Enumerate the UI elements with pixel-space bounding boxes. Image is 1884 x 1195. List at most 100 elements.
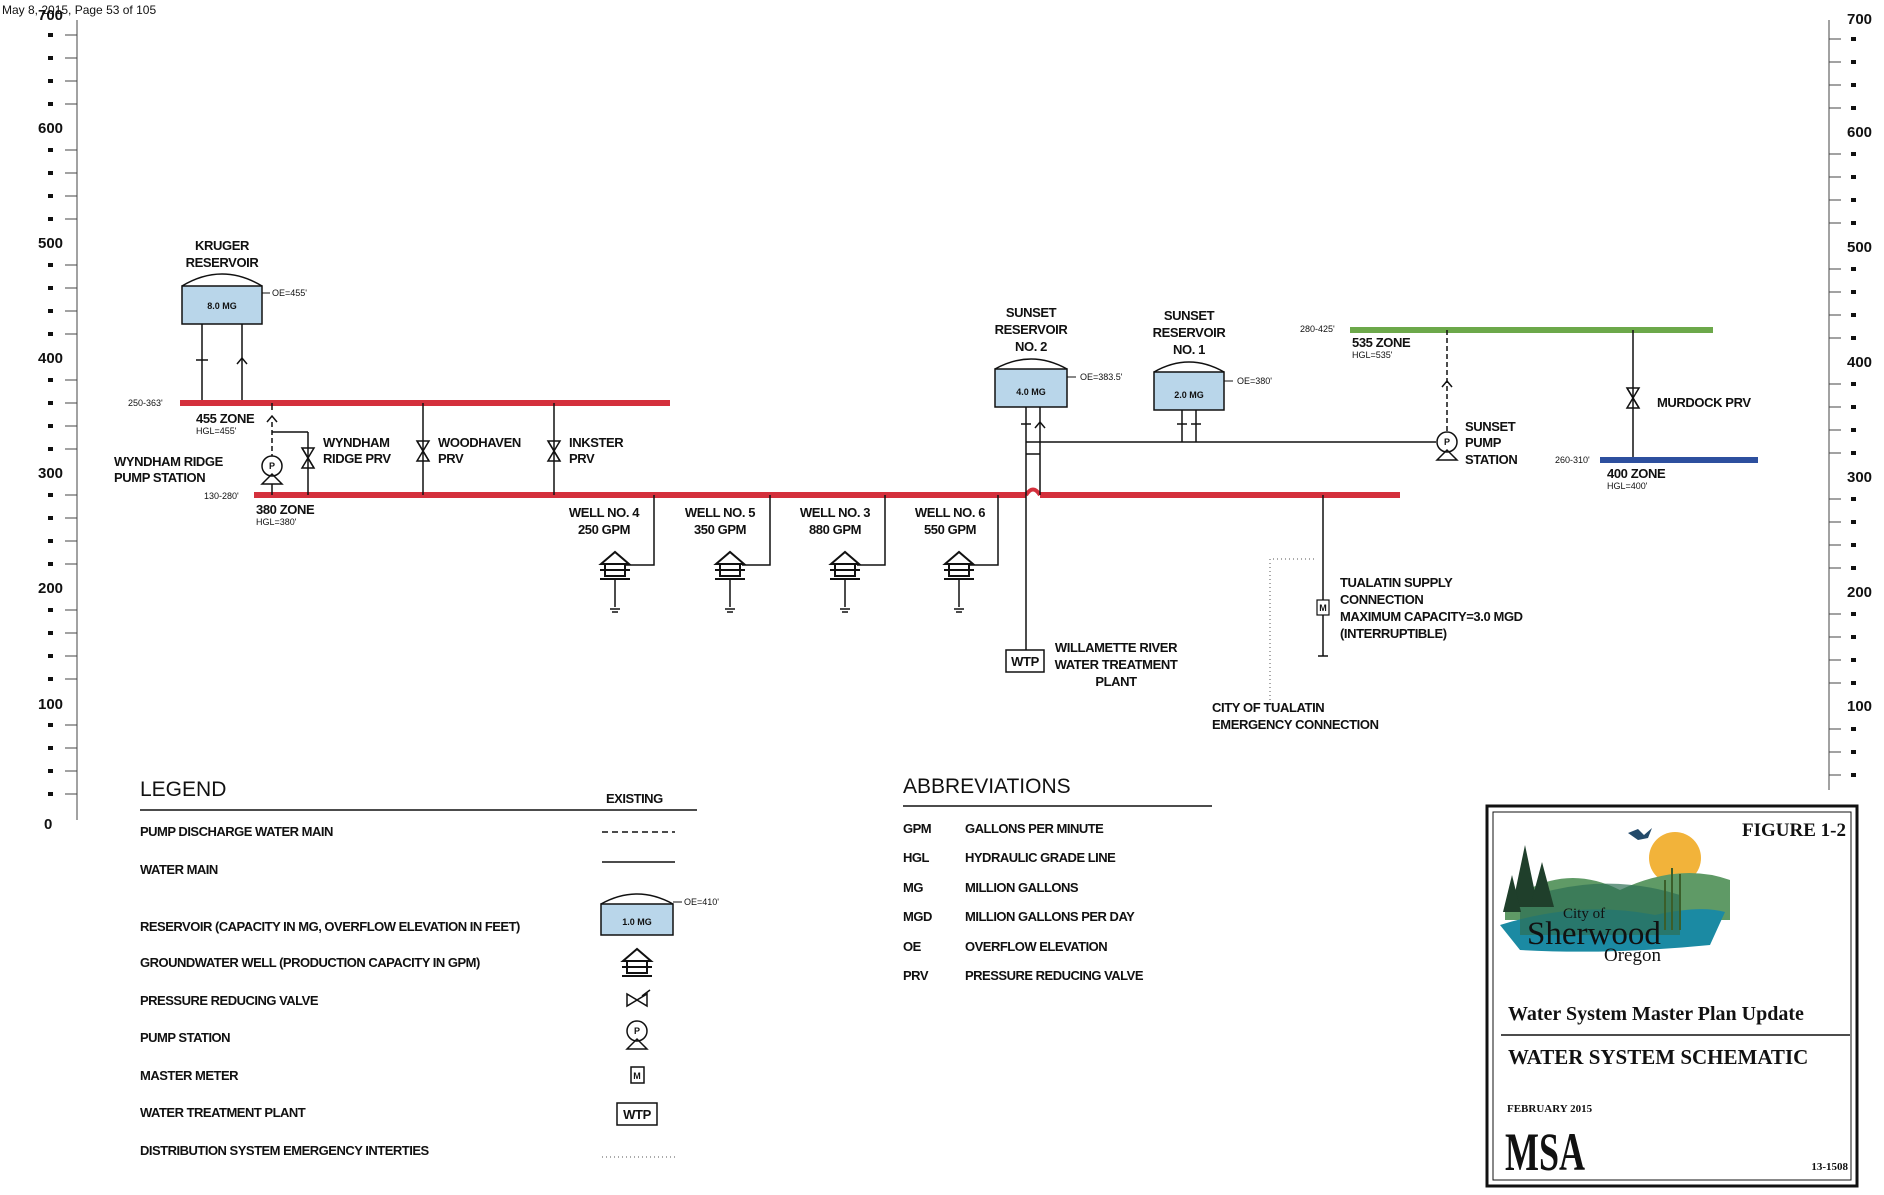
reservoir-name: RESERVOIR: [1153, 325, 1227, 340]
svg-text:OE=410': OE=410': [684, 897, 719, 907]
svg-text:M: M: [1319, 603, 1327, 613]
abbreviation-definition: MILLION GALLONS PER DAY: [965, 909, 1135, 924]
emergency-label: CITY OF TUALATIN: [1212, 700, 1324, 715]
well-capacity: 350 GPM: [694, 522, 746, 537]
legend-item: GROUNDWATER WELL (PRODUCTION CAPACITY IN…: [140, 955, 480, 970]
tualatin-supply-label: MAXIMUM CAPACITY=3.0 MGD: [1340, 609, 1523, 624]
pump-station-name: SUNSET: [1465, 419, 1516, 434]
svg-text:P: P: [634, 1026, 640, 1036]
kruger-reservoir: KRUGER RESERVOIR 8.0 MG OE=455': [181, 238, 307, 403]
prv-name: PRV: [438, 451, 464, 466]
reservoir-name: NO. 1: [1173, 342, 1205, 357]
well-capacity: 550 GPM: [924, 522, 976, 537]
svg-text:WTP: WTP: [1011, 654, 1039, 669]
axis-tick-label: 100: [1847, 698, 1872, 715]
legend-item: PUMP DISCHARGE WATER MAIN: [140, 824, 333, 839]
well-5: WELL NO. 5 350 GPM: [685, 495, 771, 613]
axis-tick-label: 400: [38, 350, 63, 367]
abbreviation-definition: GALLONS PER MINUTE: [965, 821, 1104, 836]
groundwater-well-icon: [829, 551, 861, 580]
prv-name: WOODHAVEN: [438, 435, 521, 450]
zone-label: 380 ZONE: [256, 502, 315, 517]
axis-tick-label: 0: [44, 816, 52, 833]
abbreviation-definition: OVERFLOW ELEVATION: [965, 939, 1107, 954]
logo-oregon: Oregon: [1604, 945, 1661, 966]
zone-380: 130-280' 380 ZONE HGL=380': [204, 487, 1400, 527]
zone-400: 260-310' 400 ZONE HGL=400': [1555, 455, 1758, 491]
title-block: FIGURE 1-2 City of Sherwood Oregon Water…: [1485, 804, 1859, 1188]
axis-tick-label: 600: [38, 120, 63, 137]
abbreviation-code: MG: [903, 880, 923, 895]
axis-tick-label: 500: [1847, 239, 1872, 256]
zone-range: 250-363': [128, 398, 163, 408]
zone-range: 260-310': [1555, 455, 1590, 465]
zone-range: 130-280': [204, 491, 239, 501]
reservoir-capacity: 8.0 MG: [207, 301, 237, 311]
wtp-name: WILLAMETTE RIVER: [1055, 640, 1178, 655]
zone-label: 400 ZONE: [1607, 466, 1666, 481]
axis-tick-label: 200: [38, 580, 63, 597]
reservoir-capacity: 4.0 MG: [1016, 387, 1046, 397]
project-title: Water System Master Plan Update: [1508, 1003, 1804, 1025]
well-capacity: 250 GPM: [578, 522, 630, 537]
reservoir-name: SUNSET: [1006, 305, 1057, 320]
tualatin-supply-label: TUALATIN SUPPLY: [1340, 575, 1453, 590]
abbreviation-definition: PRESSURE REDUCING VALVE: [965, 968, 1144, 983]
pump-station-name: WYNDHAM RIDGE: [114, 454, 224, 469]
zone-hgl: HGL=535': [1352, 350, 1393, 360]
zone-hgl: HGL=455': [196, 426, 237, 436]
drawing-date: FEBRUARY 2015: [1507, 1103, 1593, 1115]
abbreviations-title: ABBREVIATIONS: [903, 775, 1071, 798]
page-header: May 8, 2015, Page 53 of 105: [2, 3, 156, 17]
firm-logo: MSA: [1505, 1122, 1585, 1182]
zone-hgl: HGL=400': [1607, 481, 1648, 491]
wyndham-ridge-pump-station: WYNDHAM RIDGE PUMP STATION P: [114, 403, 284, 495]
groundwater-well-icon: [621, 948, 653, 977]
zone-455: 250-363' 455 ZONE HGL=455': [128, 398, 670, 436]
sunset-pump-station: P SUNSET PUMP STATION: [1435, 330, 1518, 467]
pump-icon: [1436, 431, 1458, 453]
figure-number: FIGURE 1-2: [1742, 820, 1846, 841]
reservoir-tank: [994, 368, 1068, 408]
project-number: 13-1508: [1811, 1161, 1848, 1173]
sunset-reservoir-2: SUNSET RESERVOIR NO. 2 4.0 MG OE=383.5': [994, 305, 1123, 660]
master-meter-icon: [1316, 599, 1330, 616]
prv-name: WYNDHAM: [323, 435, 390, 450]
axis-tick-label: 300: [1847, 469, 1872, 486]
legend-title: LEGEND: [140, 778, 226, 801]
abbreviation-code: PRV: [903, 968, 929, 983]
tualatin-supply-connection: M TUALATIN SUPPLY CONNECTION MAXIMUM CAP…: [1316, 495, 1523, 657]
groundwater-well-icon: [943, 551, 975, 580]
axis-tick-label: 100: [38, 696, 63, 713]
reservoir-overflow-elevation: OE=383.5': [1080, 372, 1123, 382]
left-elevation-axis: 700 600 500 400 300 200 100 0: [38, 7, 78, 833]
logo-city-of: City of: [1563, 906, 1605, 922]
right-elevation-axis: 700 600 500 400 300 200 100: [1828, 11, 1872, 790]
inkster-prv: INKSTER PRV: [547, 403, 625, 495]
murdock-prv: MURDOCK PRV: [1626, 330, 1752, 460]
legend-column-header: EXISTING: [606, 791, 663, 806]
reservoir-name: NO. 2: [1015, 339, 1047, 354]
woodhaven-prv: WOODHAVEN PRV: [416, 403, 521, 495]
pump-station-name: PUMP STATION: [114, 470, 205, 485]
legend-item: RESERVOIR (CAPACITY IN MG, OVERFLOW ELEV…: [140, 919, 520, 934]
zone-range: 280-425': [1300, 324, 1335, 334]
abbreviation-code: GPM: [903, 821, 931, 836]
prv-name: PRV: [569, 451, 595, 466]
axis-tick-label: 300: [38, 465, 63, 482]
abbreviation-code: MGD: [903, 909, 932, 924]
abbreviation-code: OE: [903, 939, 922, 954]
zone-hgl: HGL=380': [256, 517, 297, 527]
tualatin-supply-label: (INTERRUPTIBLE): [1340, 626, 1447, 641]
abbreviation-definition: HYDRAULIC GRADE LINE: [965, 850, 1116, 865]
well-capacity: 880 GPM: [809, 522, 861, 537]
prv-name: MURDOCK PRV: [1657, 395, 1751, 410]
svg-text:WTP: WTP: [623, 1107, 651, 1122]
well-name: WELL NO. 6: [915, 505, 985, 520]
reservoir-name: RESERVOIR: [186, 255, 260, 270]
legend-item: PUMP STATION: [140, 1030, 230, 1045]
drawing-title: WATER SYSTEM SCHEMATIC: [1508, 1045, 1808, 1069]
zone-label: 535 ZONE: [1352, 335, 1411, 350]
legend: LEGEND EXISTING PUMP DISCHARGE WATER MAI…: [140, 778, 719, 1158]
axis-tick-label: 700: [1847, 11, 1872, 28]
